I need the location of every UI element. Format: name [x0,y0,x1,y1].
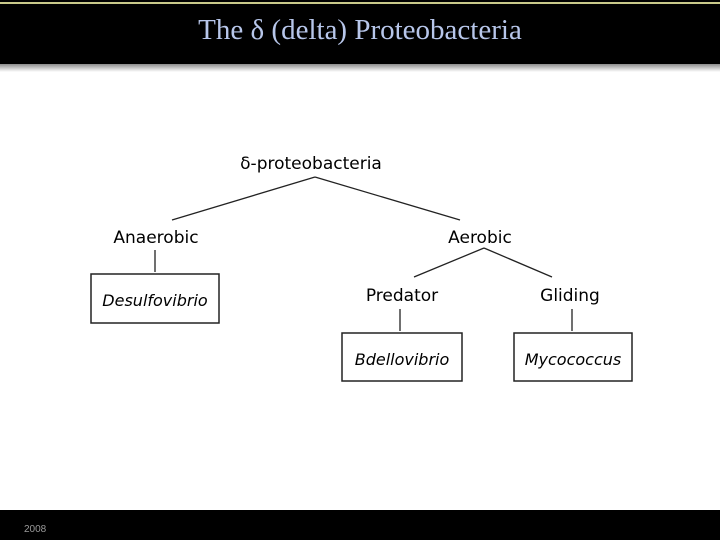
leaf-box-desulfovibrio [90,273,220,324]
edge-aerobic-predator [413,247,485,278]
edge-aerobic-gliding [483,247,553,278]
leaf-box-mycococcus [513,332,633,382]
footer-bar [0,510,720,540]
node-gliding: Gliding [540,286,600,306]
node-aerobic: Aerobic [448,228,512,248]
edge-root-aerobic [314,176,461,221]
title-bar-accent-line [0,2,720,4]
title-shadow [0,64,720,72]
footer-year: 2008 [24,524,47,535]
leaf-mycococcus: Mycococcus [525,350,622,369]
leaf-box-bdellovibrio [341,332,463,382]
node-predator: Predator [366,286,438,306]
edge-root-anaerobic [171,176,316,221]
leaf-bdellovibrio: Bdellovibrio [355,350,450,369]
node-anaerobic: Anaerobic [113,228,198,248]
leaf-desulfovibrio: Desulfovibrio [102,291,208,310]
title-bar [0,0,720,64]
slide-title: The δ (delta) Proteobacteria [198,14,522,46]
node-root: δ-proteobacteria [240,154,382,174]
